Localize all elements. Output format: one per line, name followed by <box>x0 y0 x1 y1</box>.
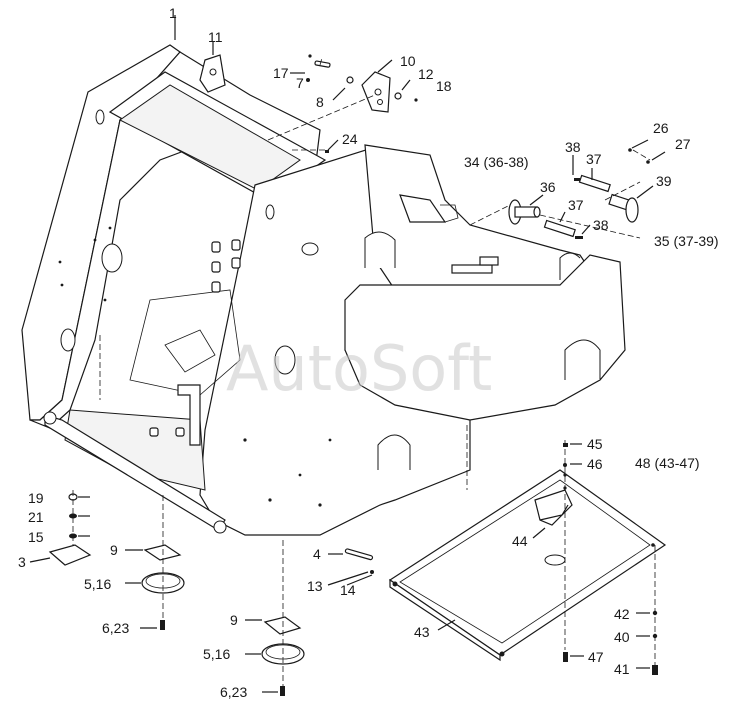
callout-17: 17 <box>273 65 289 81</box>
callout-35: 35 (37-39) <box>654 233 719 249</box>
fasteners-top <box>306 54 418 102</box>
pivot-pin-36 <box>508 199 541 225</box>
callout-11: 11 <box>208 29 223 45</box>
pin-37b <box>543 219 576 238</box>
mount-stack-left <box>48 493 185 630</box>
callout-12: 12 <box>418 66 434 82</box>
callout-39: 39 <box>656 173 672 189</box>
part-24 <box>325 150 329 153</box>
callout-47: 47 <box>588 649 604 665</box>
callout-36: 36 <box>540 179 556 195</box>
pivot-pin-39 <box>608 193 639 223</box>
callout-3: 3 <box>18 554 26 570</box>
main-frame <box>21 44 626 536</box>
callout-8: 8 <box>316 94 324 110</box>
callout-24: 24 <box>342 131 358 147</box>
callout-37b: 37 <box>568 197 584 213</box>
belly-pan-43 <box>388 469 667 662</box>
callout-40: 40 <box>614 629 630 645</box>
callout-46: 46 <box>587 456 603 472</box>
bracket-10 <box>361 71 391 113</box>
callout-15: 15 <box>28 529 44 545</box>
callout-10: 10 <box>400 53 416 69</box>
pin-37a <box>578 174 611 193</box>
callout-leaders-right <box>636 612 650 669</box>
callout-6-23a: 6,23 <box>102 620 129 636</box>
callout-38a: 38 <box>565 139 581 155</box>
callout-14: 14 <box>340 582 356 598</box>
callout-5-16a: 5,16 <box>84 576 111 592</box>
callout-6-23b: 6,23 <box>220 684 247 700</box>
callout-1: 1 <box>169 5 177 21</box>
callout-18: 18 <box>436 78 452 94</box>
fasteners-26-27 <box>628 148 650 164</box>
callout-41: 41 <box>614 661 630 677</box>
callout-27: 27 <box>675 136 691 152</box>
callout-4: 4 <box>313 546 321 562</box>
pin-4 <box>344 548 374 574</box>
callout-37a: 37 <box>586 151 602 167</box>
callout-38b: 38 <box>593 217 609 233</box>
callout-labels: 1 11 17 7 10 8 12 18 24 34 (36-38) 38 37… <box>18 5 719 700</box>
bracket-11 <box>199 54 226 93</box>
callout-48: 48 (43-47) <box>635 455 700 471</box>
pin-38 <box>574 178 583 239</box>
pan-fasteners <box>563 443 658 675</box>
callout-7: 7 <box>296 75 304 91</box>
callout-21: 21 <box>28 509 44 525</box>
callout-9b: 9 <box>230 612 238 628</box>
callout-34: 34 (36-38) <box>464 154 529 170</box>
callout-9a: 9 <box>110 542 118 558</box>
callout-44: 44 <box>512 533 528 549</box>
callout-45: 45 <box>587 436 603 452</box>
callout-19: 19 <box>28 490 44 506</box>
callout-26: 26 <box>653 120 669 136</box>
callout-13: 13 <box>307 578 323 594</box>
callout-43: 43 <box>414 624 430 640</box>
leader-lines <box>29 15 666 693</box>
callout-42: 42 <box>614 606 630 622</box>
alignment-lines <box>72 57 656 686</box>
watermark: AutoSoft <box>226 332 492 405</box>
callout-5-16b: 5,16 <box>203 646 230 662</box>
